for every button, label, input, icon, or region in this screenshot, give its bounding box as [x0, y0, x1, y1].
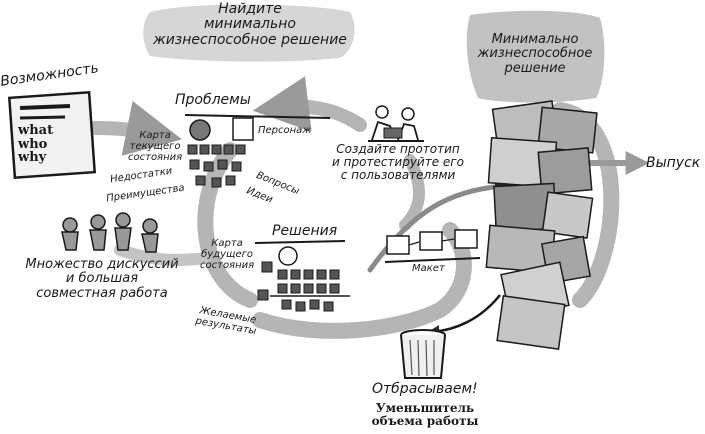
solutions-board	[254, 240, 350, 312]
mockup-label: Макет	[412, 263, 445, 274]
discussion-label: Множество дискуссий и большая совместная…	[25, 257, 179, 301]
cycle-arrow-top	[252, 76, 367, 132]
discard-label: Отбрасываем!	[372, 381, 478, 397]
discussion-people-icon	[61, 212, 159, 253]
note-words: what who why	[18, 123, 54, 166]
sad-face-icon	[189, 119, 211, 141]
discussion-arrow	[114, 244, 211, 266]
solutions-label: Решения	[272, 223, 338, 239]
persona-label: Персонаж	[258, 125, 312, 136]
mvs-title-blob	[466, 10, 605, 103]
mockup-screens	[384, 229, 481, 263]
opportunity-note	[7, 90, 97, 180]
release-label: Выпуск	[646, 155, 701, 171]
cycle-arrow-bottom	[252, 222, 472, 339]
persona-card	[232, 117, 254, 141]
diagram-title: Найдите минимально жизнеспособное решени…	[153, 1, 347, 48]
cycle-arrow-left	[197, 142, 258, 308]
mvs-label: Минимально жизнеспособное решение	[477, 32, 593, 76]
current-map-label: Карта текущего состояния	[128, 130, 183, 163]
cycle-arrow-right	[399, 154, 426, 231]
prototype-label: Создайте прототип и протестируйте его с …	[332, 142, 464, 183]
sticky-note-stack	[485, 100, 598, 350]
reducer-label: Уменьшитель объема работы	[371, 401, 479, 429]
prototype-people-icon	[368, 105, 424, 142]
happy-face-icon	[278, 246, 298, 266]
future-map-label: Карта будущего состояния	[200, 238, 255, 271]
problems-board	[184, 114, 331, 188]
problems-label: Проблемы	[175, 92, 251, 108]
title-blob	[143, 4, 355, 62]
trash-can-icon	[400, 329, 446, 379]
opportunity-arrow	[88, 100, 182, 156]
